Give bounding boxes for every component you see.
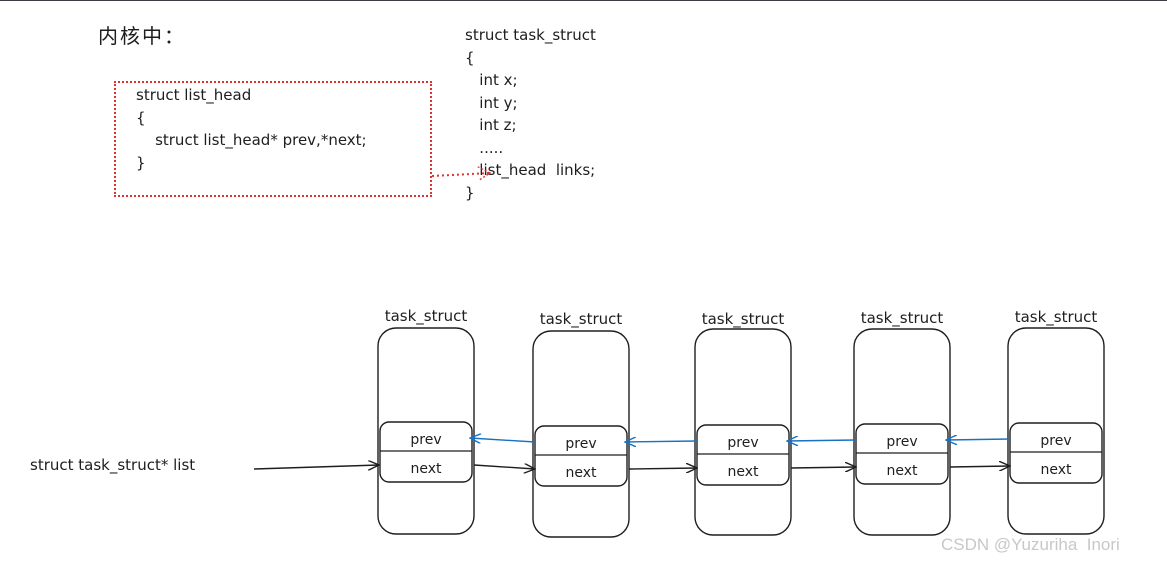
node-body [853,328,951,536]
list-pointer-label: struct task_struct* list [30,456,195,475]
prev-pointer-arrow [625,441,698,442]
prev-pointer-arrow [787,440,857,441]
prev-field-label: prev [727,435,758,451]
links-field [379,421,473,483]
next-field-label: next [1040,462,1072,478]
node-title: task_struct [385,307,468,326]
list-head-definition: struct list_head { struct list_head* pre… [136,86,367,172]
next-field-label: next [410,461,442,477]
page-title: 内核中： [98,24,186,48]
prev-field-label: prev [1040,433,1071,449]
node-title: task_struct [702,310,785,329]
nodes-layer: task_structprevnexttask_structprevnextta… [377,307,1105,538]
links-field [534,425,628,487]
arrows-layer [470,438,1010,469]
next-field-label: next [886,463,918,479]
top-border [0,0,1167,1]
node-body [377,327,475,535]
next-field-label: next [565,465,597,481]
prev-field-label: prev [410,432,441,448]
list-head-to-links-arrow [431,173,490,176]
prev-pointer-arrow [470,438,536,442]
links-field [1009,422,1103,484]
next-pointer-arrow [790,467,856,468]
links-field [855,423,949,485]
node-title: task_struct [1015,308,1098,327]
watermark: CSDN @Yuzuriha Inori [941,535,1120,554]
prev-pointer-arrow [946,439,1011,440]
node-title: task_struct [540,310,623,329]
node-body [694,328,792,536]
list-head-highlight-box [114,81,432,197]
list-pointer-arrow [253,465,379,469]
node-body [532,330,630,538]
node-title: task_struct [861,309,944,328]
next-pointer-arrow [949,466,1010,467]
next-pointer-arrow [628,468,697,469]
next-field-label: next [727,464,759,480]
links-field [696,424,790,486]
prev-field-label: prev [886,434,917,450]
prev-field-label: prev [565,436,596,452]
next-pointer-arrow [473,465,535,469]
node-body [1007,327,1105,535]
task-struct-definition: struct task_struct { int x; int y; int z… [465,26,596,202]
